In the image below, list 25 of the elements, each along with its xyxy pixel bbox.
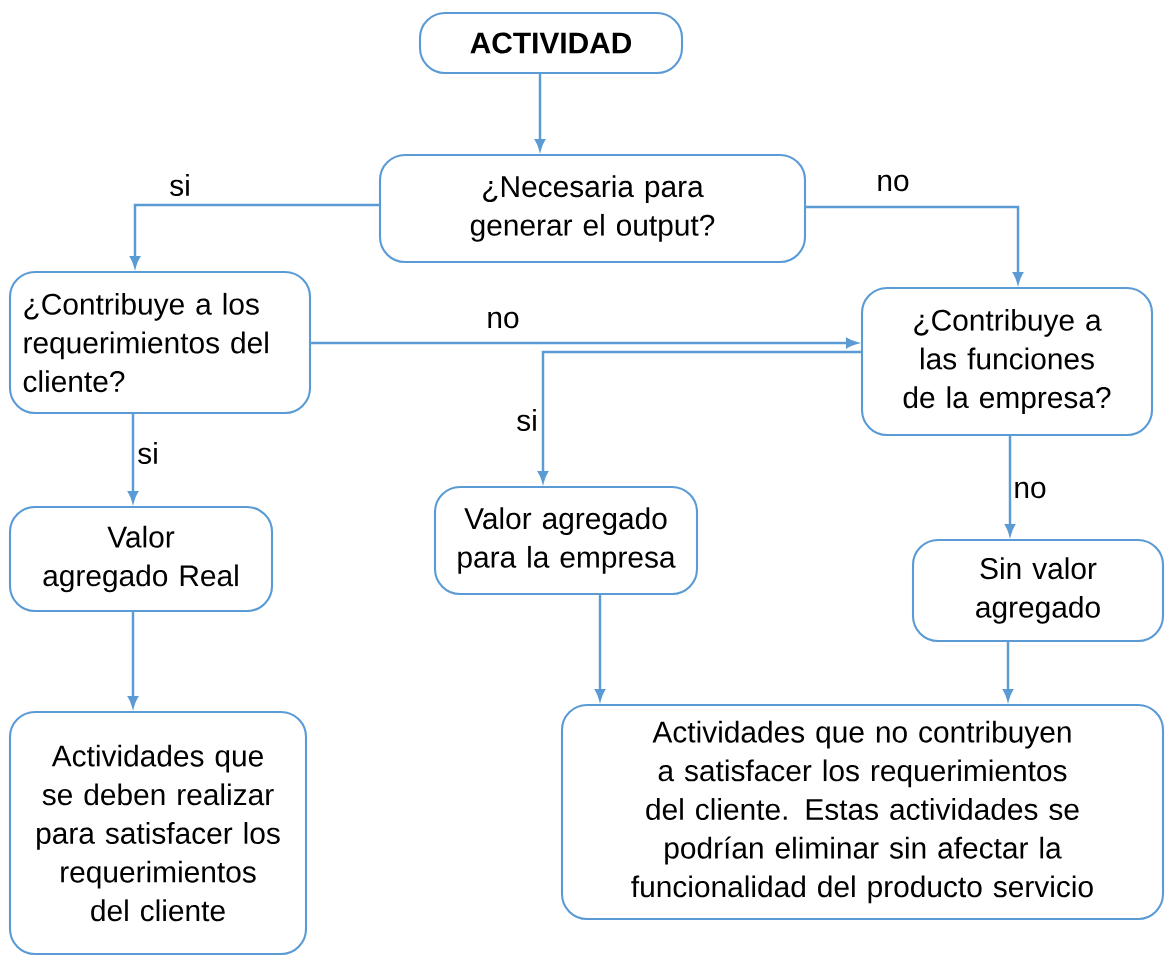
process-box: Valor agregado Real xyxy=(8,505,274,613)
process-box: ACTIVIDAD xyxy=(418,11,684,75)
edge-label: si xyxy=(514,407,540,433)
arrow xyxy=(595,595,606,701)
arrow xyxy=(1003,642,1014,701)
edge-label: no xyxy=(484,310,522,330)
process-box: Sin valor agregado xyxy=(911,538,1165,643)
process-box: ¿Contribuye a los requerimientos del cliente? xyxy=(8,270,312,415)
arrow xyxy=(806,205,1024,284)
process-box: ¿Contribuye a las funciones de la empresa? xyxy=(860,286,1154,437)
edge-label: no xyxy=(1011,480,1049,500)
process-box: Actividades que se deben realizar para satisfacer los requerimientos del cliente xyxy=(8,710,308,956)
arrow xyxy=(130,203,379,268)
arrow xyxy=(535,74,546,151)
edge-label: si xyxy=(135,440,161,466)
arrow xyxy=(538,350,861,483)
arrow xyxy=(1005,436,1015,536)
process-box: Actividades que no contribuyen a satisfacer los requerimientos del cliente. Estas actividades se podrían eliminar sin afectar la funcionalidad del producto servicio xyxy=(560,703,1165,921)
process-box: ¿Necesaria para generar el output? xyxy=(378,153,807,264)
arrow xyxy=(128,414,139,503)
arrow xyxy=(128,612,139,708)
arrow xyxy=(311,337,858,348)
edge-label: no xyxy=(874,173,912,193)
edge-label: si xyxy=(167,172,193,198)
process-box: Valor agregado para la empresa xyxy=(433,485,699,596)
